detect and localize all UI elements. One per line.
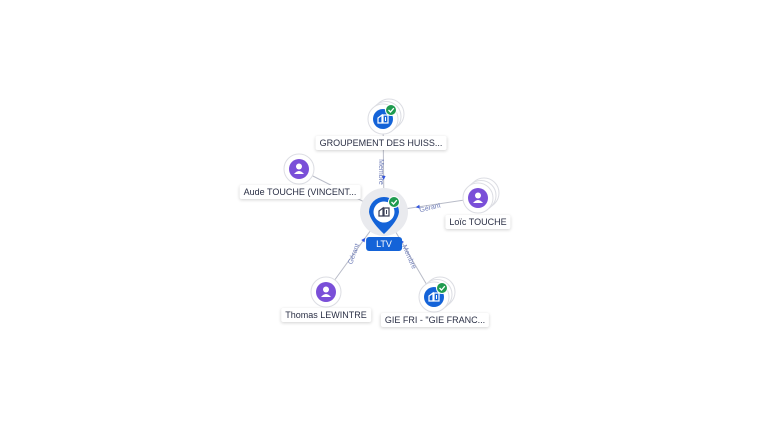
edge-arrow-loic [415, 204, 420, 209]
check-badge-icon [388, 196, 400, 208]
node-label-aude[interactable]: Aude TOUCHE (VINCENT... [239, 185, 361, 199]
edge-label-thomas: Gérant [347, 243, 361, 266]
node-gie[interactable] [418, 276, 456, 313]
edge-arrow-thomas [361, 237, 366, 243]
building-icon [428, 291, 440, 302]
node-aude[interactable] [283, 153, 315, 185]
check-badge-icon [436, 282, 448, 294]
node-groupement[interactable] [367, 98, 405, 135]
building-icon [378, 206, 390, 217]
nodes-layer [283, 98, 500, 313]
center-label[interactable]: LTV [366, 237, 402, 251]
edge-label-loic: Gérant [419, 202, 442, 214]
node-thomas[interactable] [310, 276, 342, 308]
node-label-thomas[interactable]: Thomas LEWINTRE [281, 308, 371, 322]
building-icon [377, 113, 389, 124]
edge-label-gie: Membre [400, 244, 417, 270]
node-loic[interactable] [462, 177, 500, 214]
edge-label-groupement: Membre [377, 159, 384, 185]
check-badge-icon [385, 104, 397, 116]
node-center[interactable] [360, 188, 408, 236]
person-icon [294, 163, 304, 174]
person-icon [321, 286, 331, 297]
node-label-groupement[interactable]: GROUPEMENT DES HUISS... [315, 136, 447, 150]
node-label-gie[interactable]: GIE FRI - "GIE FRANC... [380, 313, 490, 327]
edge-arrow-groupement [381, 175, 386, 181]
node-label-loic[interactable]: Loïc TOUCHE [445, 215, 511, 229]
person-icon [473, 192, 483, 203]
